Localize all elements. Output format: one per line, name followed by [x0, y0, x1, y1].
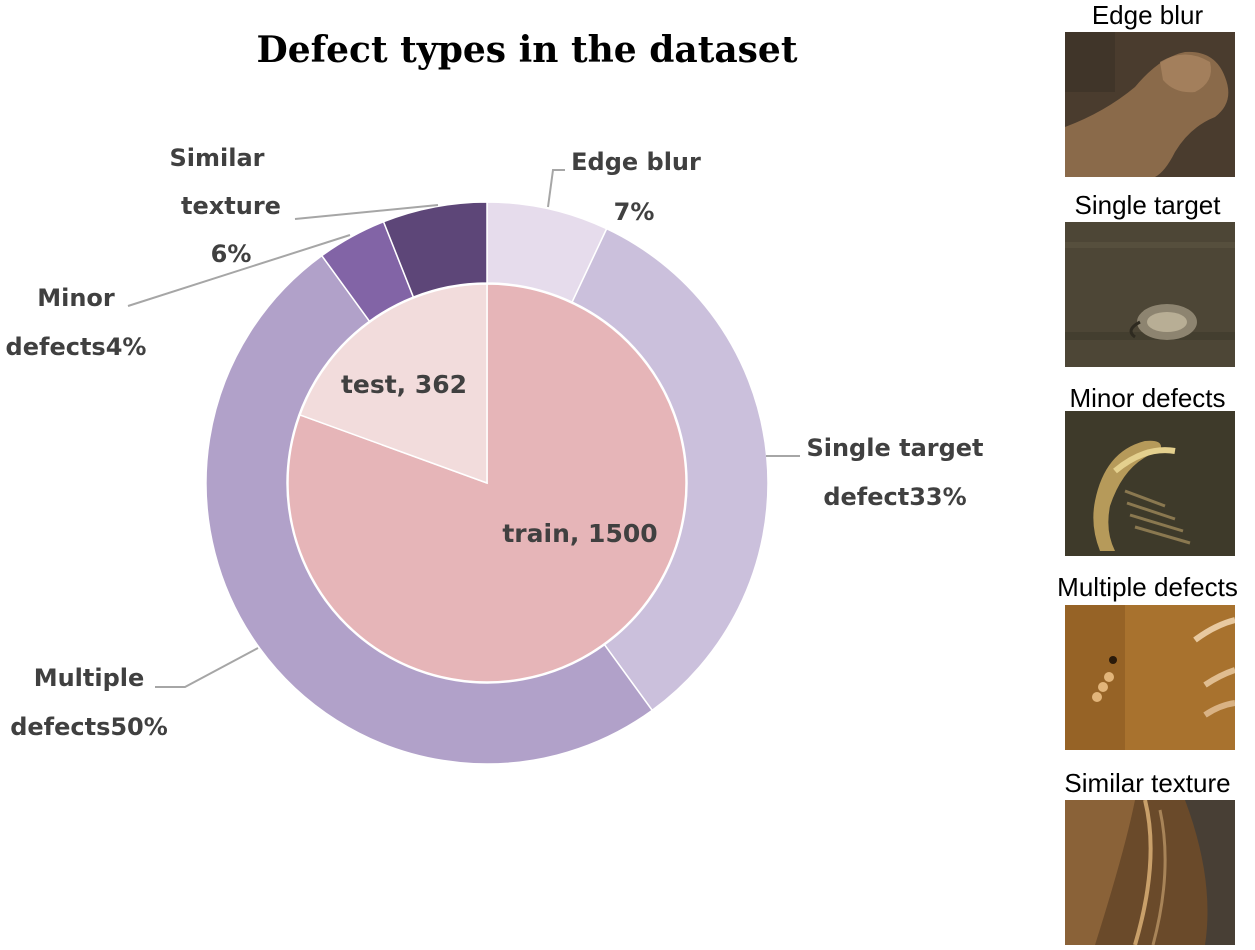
outer-label-edge-blur: Edge blur: [571, 148, 701, 176]
outer-labels: Edge blur 7% Single target defect33% Multipl…: [6, 144, 984, 741]
outer-label-single-target-defect: defect33%: [823, 483, 966, 511]
outer-label-minor-defects: Minor: [37, 284, 115, 312]
donut-chart: Defect types in the dataset Edge blur 7% S…: [6, 29, 984, 765]
inner-labels: train, 1500 test, 362: [341, 370, 658, 548]
outer-label-similar-texture: texture: [181, 192, 281, 220]
leader-line: [155, 647, 259, 688]
leader-line: [294, 204, 439, 220]
thumbnail-caption: Edge blur: [1091, 0, 1204, 30]
minor-defects-sample-image: [1065, 411, 1235, 556]
edge-blur-sample-image: [1065, 32, 1235, 177]
outer-slice-single-target-defect: [571, 227, 769, 712]
inner-label-train: train, 1500: [502, 519, 657, 548]
outer-label-edge-blur: 7%: [614, 198, 655, 226]
thumbnail-caption: Similar texture: [1064, 768, 1231, 798]
outer-ring: [205, 201, 769, 765]
thumbnail-caption: Single target: [1074, 190, 1221, 220]
similar-texture-sample-image: [1065, 800, 1235, 945]
thumbnail-caption: Multiple defects: [1057, 572, 1238, 602]
outer-label-single-target-defect: Single target: [806, 434, 983, 462]
single-target-sample-image: [1065, 222, 1235, 367]
outer-label-similar-texture: Similar: [169, 144, 264, 172]
inner-slice-test: [299, 283, 488, 485]
leader-line: [547, 169, 565, 208]
inner-pie: [287, 283, 687, 683]
outer-label-multiple-defects: Multiple: [34, 664, 145, 692]
outer-label-multiple-defects: defects50%: [10, 713, 168, 741]
inner-label-test: test, 362: [341, 370, 467, 399]
thumbnail-caption: Minor defects: [1069, 383, 1226, 413]
example-thumbnails: Edge blur Single target Minor defects: [1040, 0, 1255, 950]
multiple-defects-sample-image: [1065, 605, 1235, 750]
outer-label-minor-defects: defects4%: [6, 333, 147, 361]
leader-lines: [127, 169, 800, 688]
chart-title: Defect types in the dataset: [257, 29, 798, 71]
leader-line: [127, 234, 351, 307]
outer-label-similar-texture: 6%: [211, 240, 252, 268]
inner-slice-train: [287, 283, 687, 683]
